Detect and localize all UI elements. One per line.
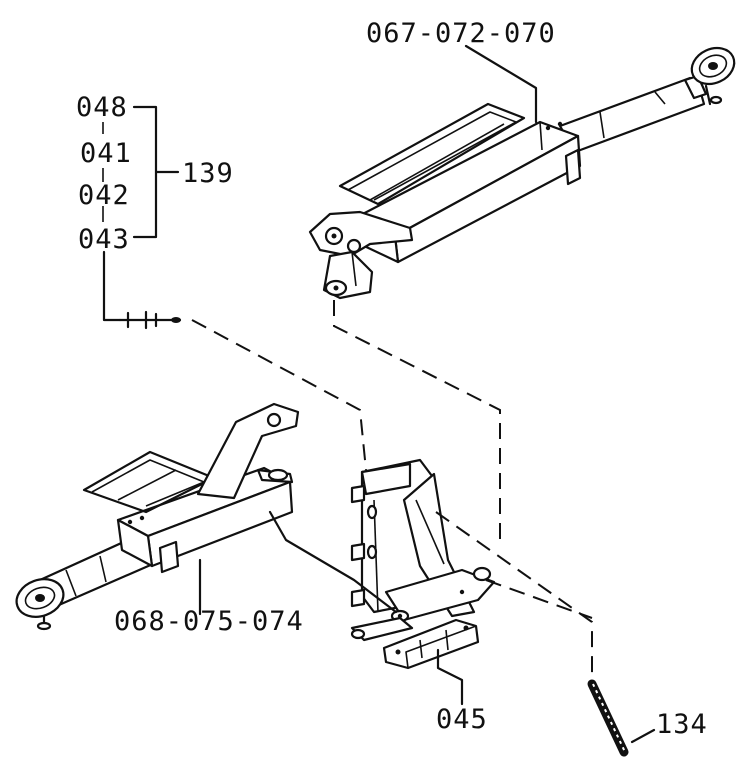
top-arm-handle-frame	[338, 102, 526, 206]
top-arm-inner-tube	[558, 76, 706, 154]
label-part-134: 134	[656, 709, 708, 740]
top-arm-assembly	[308, 46, 736, 300]
center-mounting-bracket	[350, 458, 496, 623]
top-caster-wheel	[690, 46, 736, 106]
guide-base-to-pin	[485, 579, 593, 619]
label-part-042: 042	[78, 180, 130, 211]
leader-lines	[102, 44, 656, 744]
label-part-045: 045	[436, 704, 488, 735]
top-arm-end-plate	[308, 210, 414, 258]
label-bottom-assembly: 068-075-074	[114, 606, 304, 637]
bottom-arm-end-plate	[196, 402, 300, 500]
label-part-048: 048	[76, 92, 128, 123]
guide-hardware-to-bracket	[191, 319, 367, 471]
pin-134	[587, 679, 629, 757]
base-plate-body	[382, 618, 480, 670]
bottom-caster-wheel	[15, 578, 65, 631]
bracket-139	[132, 105, 158, 239]
label-top-assembly: 067-072-070	[366, 18, 556, 49]
hardware-stack-139	[118, 310, 182, 330]
label-part-043: 043	[78, 224, 130, 255]
label-group-139: 139	[182, 158, 234, 189]
bottom-arm-assembly	[15, 402, 300, 631]
guide-top-arm-to-bracket	[333, 300, 501, 540]
part-number-labels: 067-072-070 048 041 042 043 139 068-075-…	[76, 18, 708, 740]
assembly-guide-lines	[191, 300, 593, 676]
label-part-041: 041	[80, 138, 132, 169]
base-plate-045	[350, 616, 480, 670]
guide-bracket-to-pin	[435, 511, 593, 676]
